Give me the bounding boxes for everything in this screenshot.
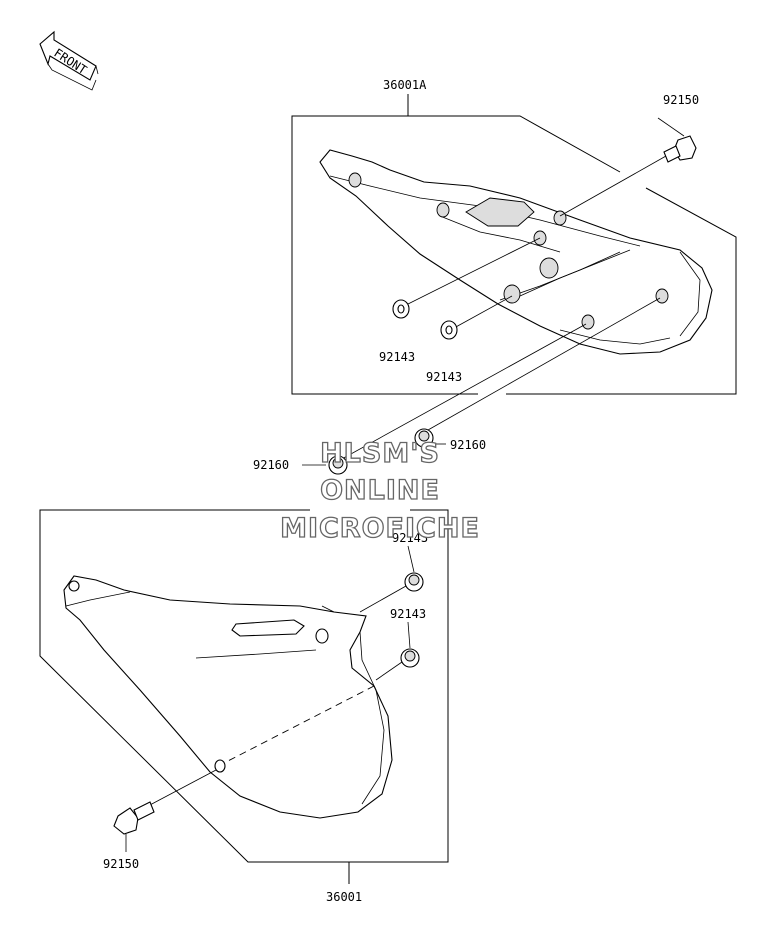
label-damper-left: 92160 (253, 458, 289, 472)
leader-lines-upper (339, 117, 685, 461)
label-damper-right: 92160 (450, 438, 486, 452)
bolt-bottom (113, 801, 155, 835)
washer-lower-c (404, 572, 424, 592)
damper-right (414, 428, 434, 448)
watermark-line3: MICROFICHE (280, 513, 480, 544)
watermark-line2: ONLINE (320, 475, 440, 506)
frame-upper (291, 94, 737, 395)
frame-lower (39, 509, 449, 884)
watermark-line1: HLSM'S (320, 438, 440, 469)
label-washer-c: 92143 (392, 531, 428, 545)
front-arrow: FRONT (39, 30, 99, 91)
label-washer-d: 92143 (390, 607, 426, 621)
label-bolt-bottom: 92150 (103, 857, 139, 871)
label-washer-b: 92143 (426, 370, 462, 384)
label-bolt-top: 92150 (663, 93, 699, 107)
damper-left (328, 455, 348, 475)
side-cover-right (319, 149, 713, 355)
leader-lines-lower (147, 545, 415, 807)
label-cover-right: 36001A (383, 78, 427, 92)
label-cover-left: 36001 (326, 890, 362, 904)
washer-lower-d (400, 648, 420, 668)
bolt-top (663, 135, 697, 163)
watermark: HLSM'S ONLINE MICROFICHE (279, 437, 480, 544)
label-washer-a: 92143 (379, 350, 415, 364)
washer-upper-a (392, 299, 410, 319)
washer-upper-b (440, 320, 458, 340)
side-cover-left (63, 575, 393, 819)
